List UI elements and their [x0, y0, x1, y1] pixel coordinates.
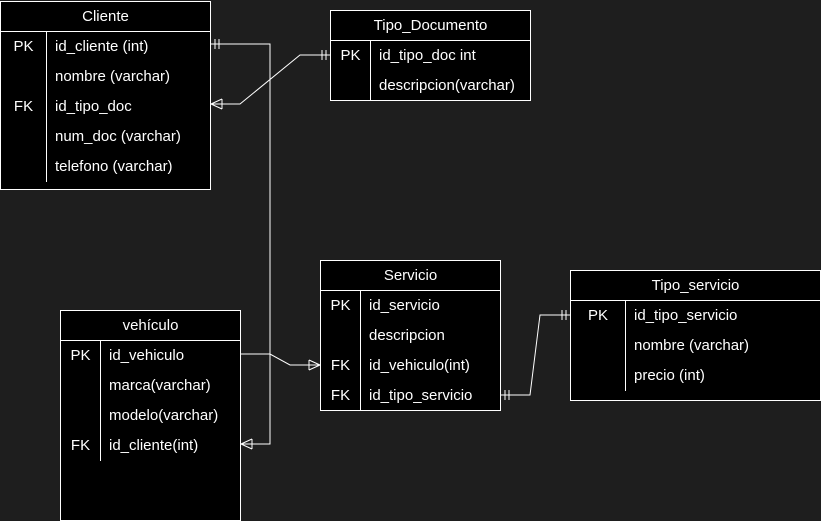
table-row[interactable]: descripcion [321, 321, 500, 351]
field-label: id_vehiculo(int) [369, 357, 470, 374]
entity-title: Cliente [1, 2, 210, 32]
table-row[interactable]: nombre (varchar) [1, 62, 210, 92]
key-label: FK [61, 431, 101, 461]
field-label: id_tipo_doc int [379, 47, 476, 64]
field-label: id_cliente (int) [55, 38, 149, 55]
field-label: id_tipo_servicio [369, 387, 473, 404]
field-label: id_cliente(int) [109, 437, 199, 454]
table-row[interactable]: PK id_tipo_doc int [331, 41, 530, 71]
entity-title: vehículo [61, 311, 240, 341]
key-label: FK [321, 381, 361, 411]
field-label: marca(varchar) [109, 377, 211, 394]
entity-title: Servicio [321, 261, 500, 291]
key-label: PK [321, 291, 361, 321]
relationship-vehiculo-servicio[interactable] [241, 353, 321, 371]
table-row[interactable]: nombre (varchar) [571, 331, 820, 361]
key-label [1, 152, 47, 182]
entity-title: Tipo_servicio [571, 271, 820, 301]
relationship-cliente-vehiculo[interactable] [211, 39, 271, 450]
table-row[interactable]: descripcion(varchar) [331, 71, 530, 101]
key-label: FK [1, 92, 47, 122]
relationship-servicio-tipo-servicio[interactable] [501, 310, 570, 400]
entity-vehiculo[interactable]: vehículo PK id_vehiculo marca(varchar) m… [60, 310, 241, 521]
key-label [331, 71, 371, 101]
key-label [571, 331, 626, 361]
entity-cliente[interactable]: Cliente PK id_cliente (int) nombre (varc… [0, 1, 211, 190]
key-label: PK [331, 41, 371, 71]
key-label [1, 62, 47, 92]
table-row[interactable]: FK id_tipo_doc [1, 92, 210, 122]
key-label [1, 122, 47, 152]
key-label: PK [571, 301, 626, 331]
field-label: telefono (varchar) [55, 158, 173, 175]
table-row[interactable]: PK id_tipo_servicio [571, 301, 820, 331]
field-label: descripcion(varchar) [379, 77, 515, 94]
table-row[interactable]: telefono (varchar) [1, 152, 210, 182]
table-row[interactable]: FK id_vehiculo(int) [321, 351, 500, 381]
field-label: id_tipo_doc [55, 98, 132, 115]
field-label: precio (int) [634, 367, 705, 384]
table-row[interactable]: marca(varchar) [61, 371, 240, 401]
field-label: nombre (varchar) [634, 337, 750, 354]
table-row[interactable]: PK id_servicio [321, 291, 500, 321]
table-row[interactable]: PK id_cliente (int) [1, 32, 210, 62]
entity-servicio[interactable]: Servicio PK id_servicio descripcion FK i… [320, 260, 501, 411]
field-label: descripcion [369, 327, 445, 344]
table-row[interactable]: FK id_cliente(int) [61, 431, 240, 461]
field-label: id_vehiculo [109, 347, 185, 364]
key-label [61, 371, 101, 401]
key-label: PK [1, 32, 47, 62]
table-row[interactable]: modelo(varchar) [61, 401, 240, 431]
field-label: id_tipo_servicio [634, 307, 738, 324]
field-label: num_doc (varchar) [55, 128, 181, 145]
key-label: FK [321, 351, 361, 381]
entity-title: Tipo_Documento [331, 11, 530, 41]
field-label: nombre (varchar) [55, 68, 171, 85]
key-label [61, 401, 101, 431]
table-row[interactable]: FK id_tipo_servicio [321, 381, 500, 411]
entity-tipo-documento[interactable]: Tipo_Documento PK id_tipo_doc int descri… [330, 10, 531, 101]
table-row[interactable]: num_doc (varchar) [1, 122, 210, 152]
key-label: PK [61, 341, 101, 371]
key-label [321, 321, 361, 351]
table-row[interactable]: PK id_vehiculo [61, 341, 240, 371]
field-label: modelo(varchar) [109, 407, 219, 424]
entity-tipo-servicio[interactable]: Tipo_servicio PK id_tipo_servicio nombre… [570, 270, 821, 401]
field-label: id_servicio [369, 297, 440, 314]
key-label [571, 361, 626, 391]
table-row[interactable]: precio (int) [571, 361, 820, 391]
